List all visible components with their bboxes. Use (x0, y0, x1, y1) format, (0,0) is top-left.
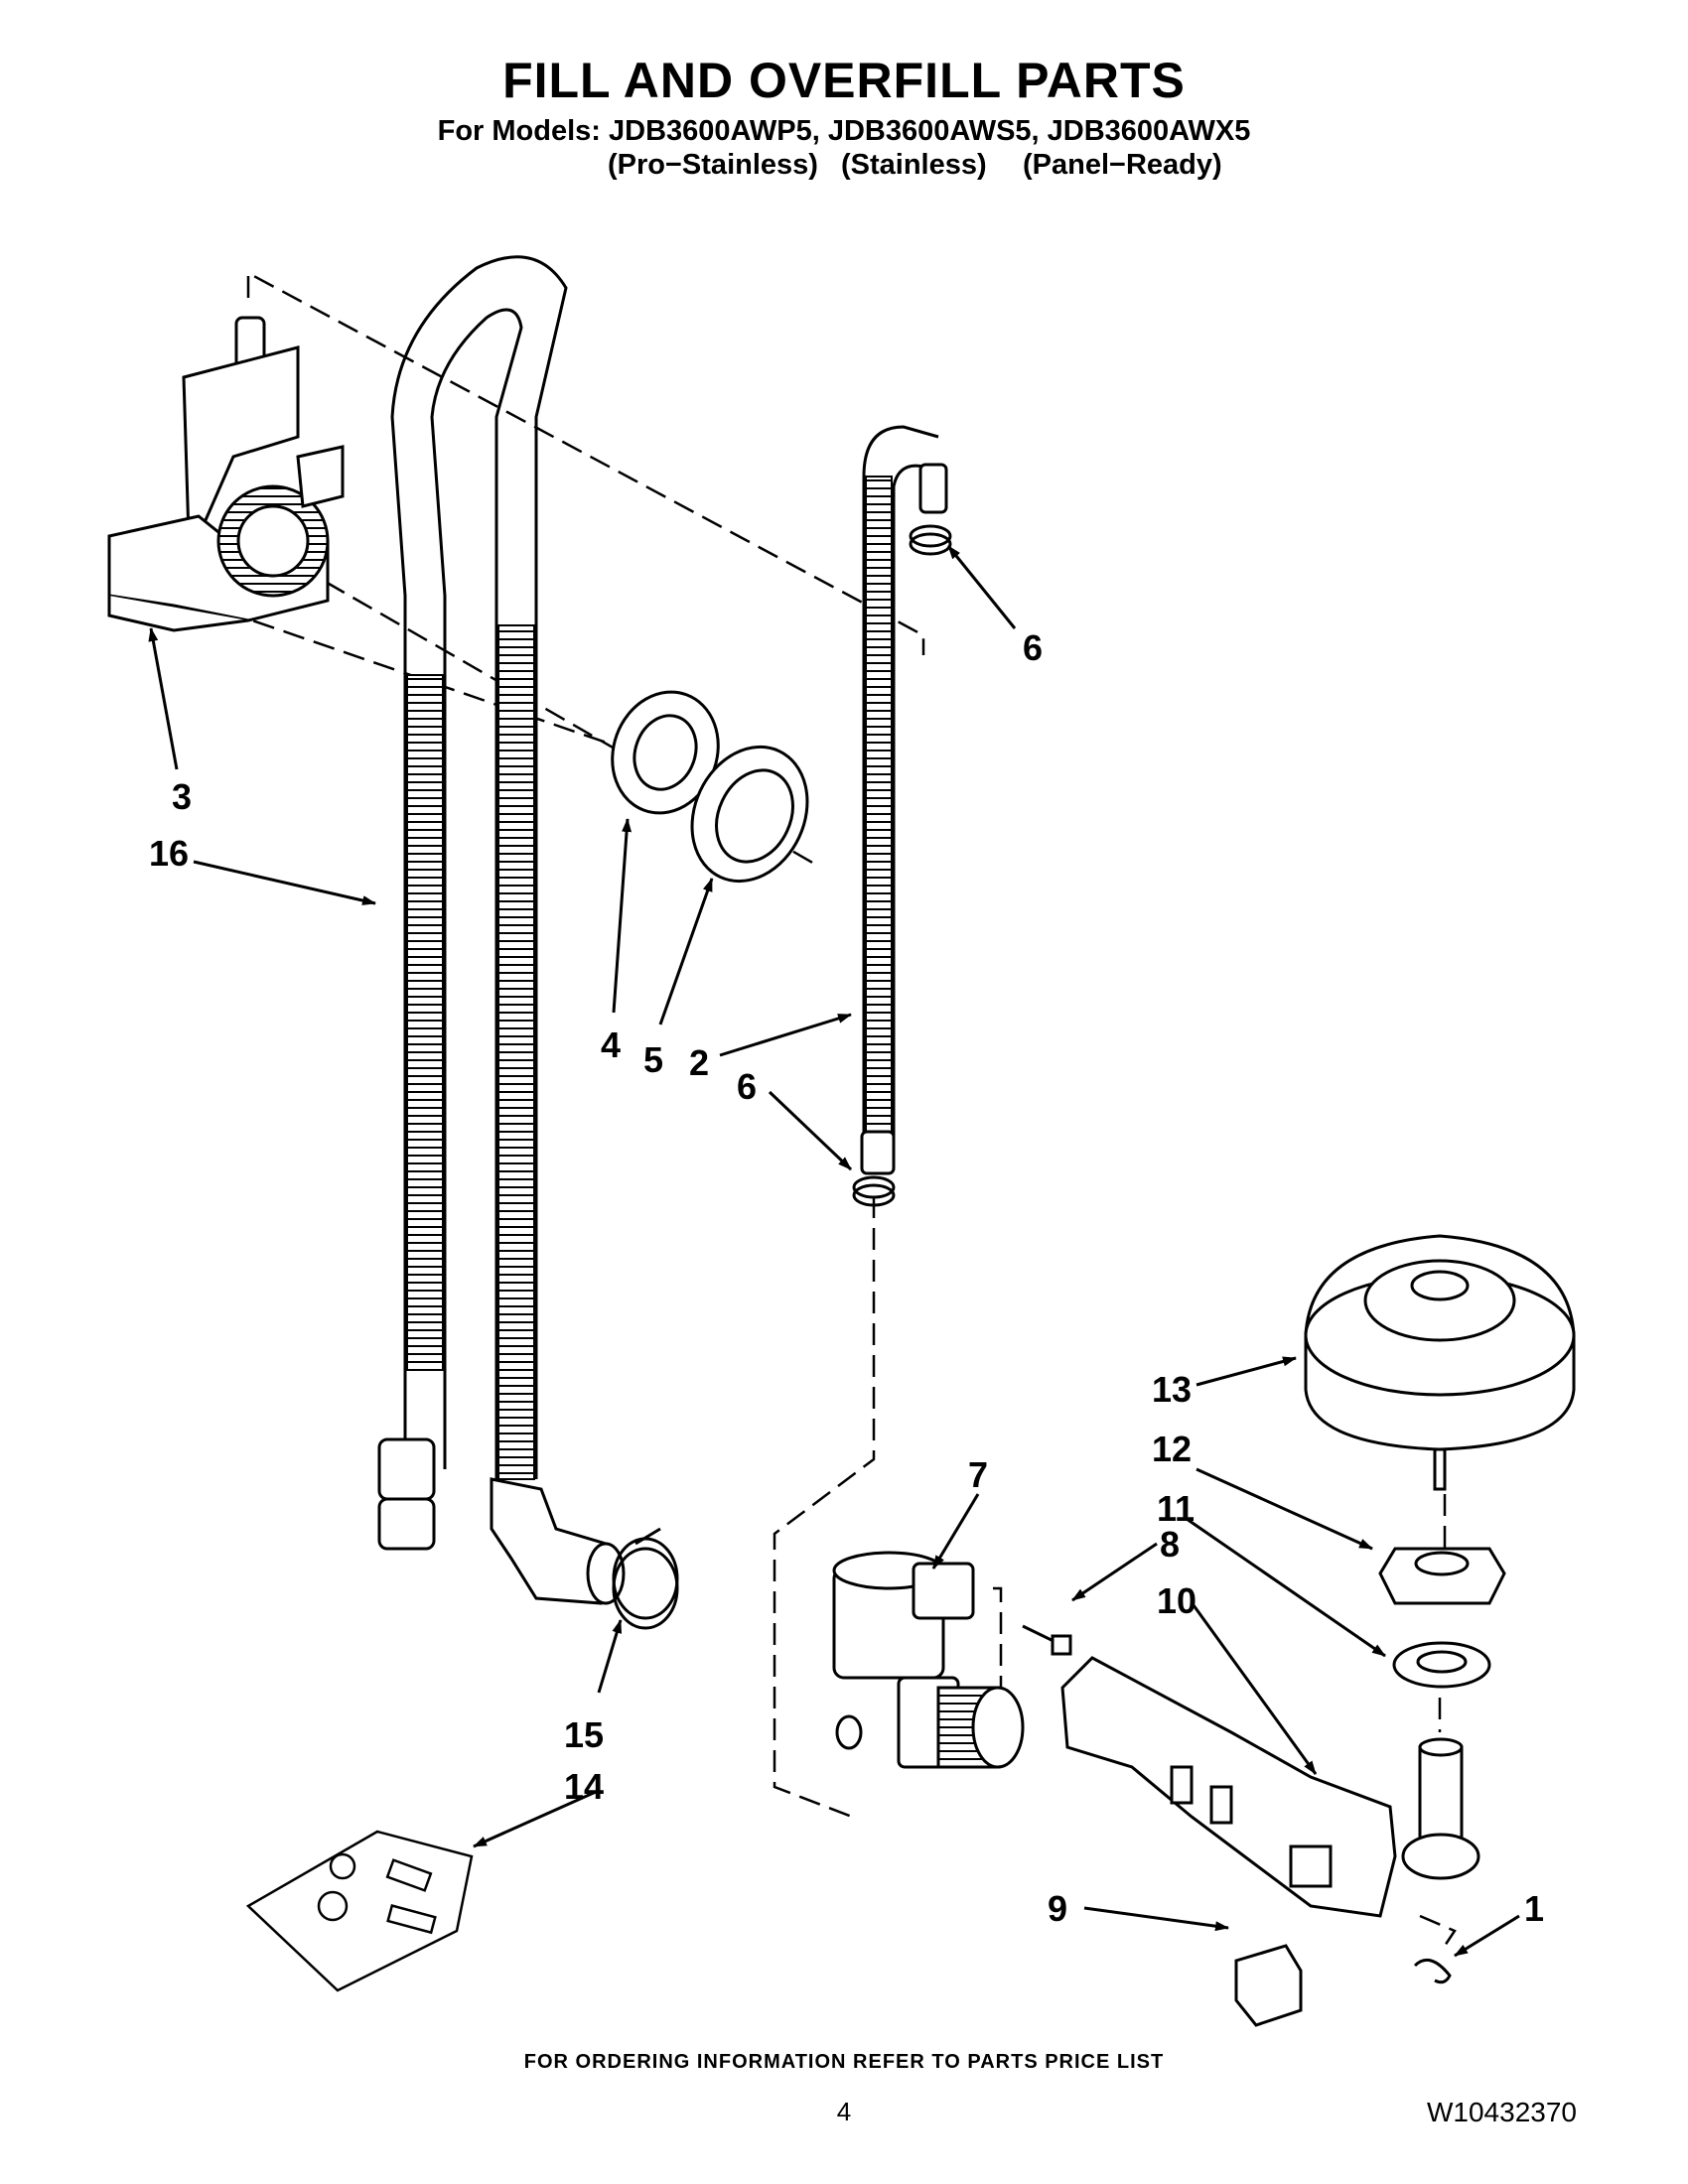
float-nut-part (1378, 1547, 1506, 1605)
document-code: W10432370 (1426, 2097, 1577, 2127)
models-line: For Models: JDB3600AWP5, JDB3600AWS5, JD… (437, 115, 1251, 147)
float-bracket-part (1060, 1656, 1480, 1918)
callout-16: 16 (149, 833, 189, 874)
page-title: FILL AND OVERFILL PARTS (502, 53, 1186, 108)
callout-10: 10 (1157, 1580, 1196, 1621)
callout-12: 12 (1152, 1429, 1192, 1469)
screw-part (1022, 1624, 1072, 1656)
leader-arrows (148, 545, 1520, 1958)
callout-7: 7 (968, 1454, 988, 1495)
callout-2: 2 (689, 1042, 709, 1083)
drain-hose-ribbed-left (406, 674, 444, 1371)
callout-9: 9 (1048, 1888, 1067, 1929)
fill-hose-ribbed (865, 476, 893, 1133)
clip-part (1413, 1958, 1452, 1984)
variant-panel-ready: (Panel−Ready) (1023, 149, 1222, 181)
callout-11: 11 (1157, 1488, 1195, 1529)
drain-hose-ribbed-right (497, 624, 535, 1480)
callout-15: 15 (564, 1714, 604, 1755)
ordering-note: FOR ORDERING INFORMATION REFER TO PARTS … (523, 2051, 1165, 2073)
washer-part (611, 690, 720, 815)
callout-4: 4 (601, 1024, 621, 1065)
callout-8: 8 (1160, 1524, 1180, 1565)
drain-hose-end-left (377, 1437, 436, 1551)
float-washer-part (1392, 1641, 1491, 1689)
nut-part (690, 745, 809, 884)
callout-6-lower: 6 (737, 1066, 757, 1107)
vent-bracket-part (107, 316, 345, 632)
float-part (1304, 1234, 1576, 1491)
micro-switch-part (1234, 1944, 1303, 2027)
callout-6-upper: 6 (1023, 627, 1043, 668)
variant-stainless: (Stainless) (841, 149, 987, 181)
small-clamp-upper (909, 524, 952, 556)
small-clamp-lower (852, 1175, 896, 1207)
hardware-bag-part (245, 1830, 474, 1992)
hose-clamp-part (612, 1527, 679, 1630)
callout-1: 1 (1524, 1888, 1544, 1929)
callout-13: 13 (1152, 1369, 1192, 1410)
callout-3: 3 (172, 776, 192, 817)
callout-5: 5 (643, 1039, 663, 1080)
variant-pro-stainless: (Pro−Stainless) (608, 149, 818, 181)
fill-hose-ends (860, 463, 948, 1175)
drain-hose-part (390, 255, 568, 1479)
drain-hose-elbow (490, 1477, 626, 1605)
water-valve-part (832, 1551, 1025, 1769)
callout-14: 14 (564, 1766, 604, 1807)
page-number: 4 (836, 2097, 852, 2126)
